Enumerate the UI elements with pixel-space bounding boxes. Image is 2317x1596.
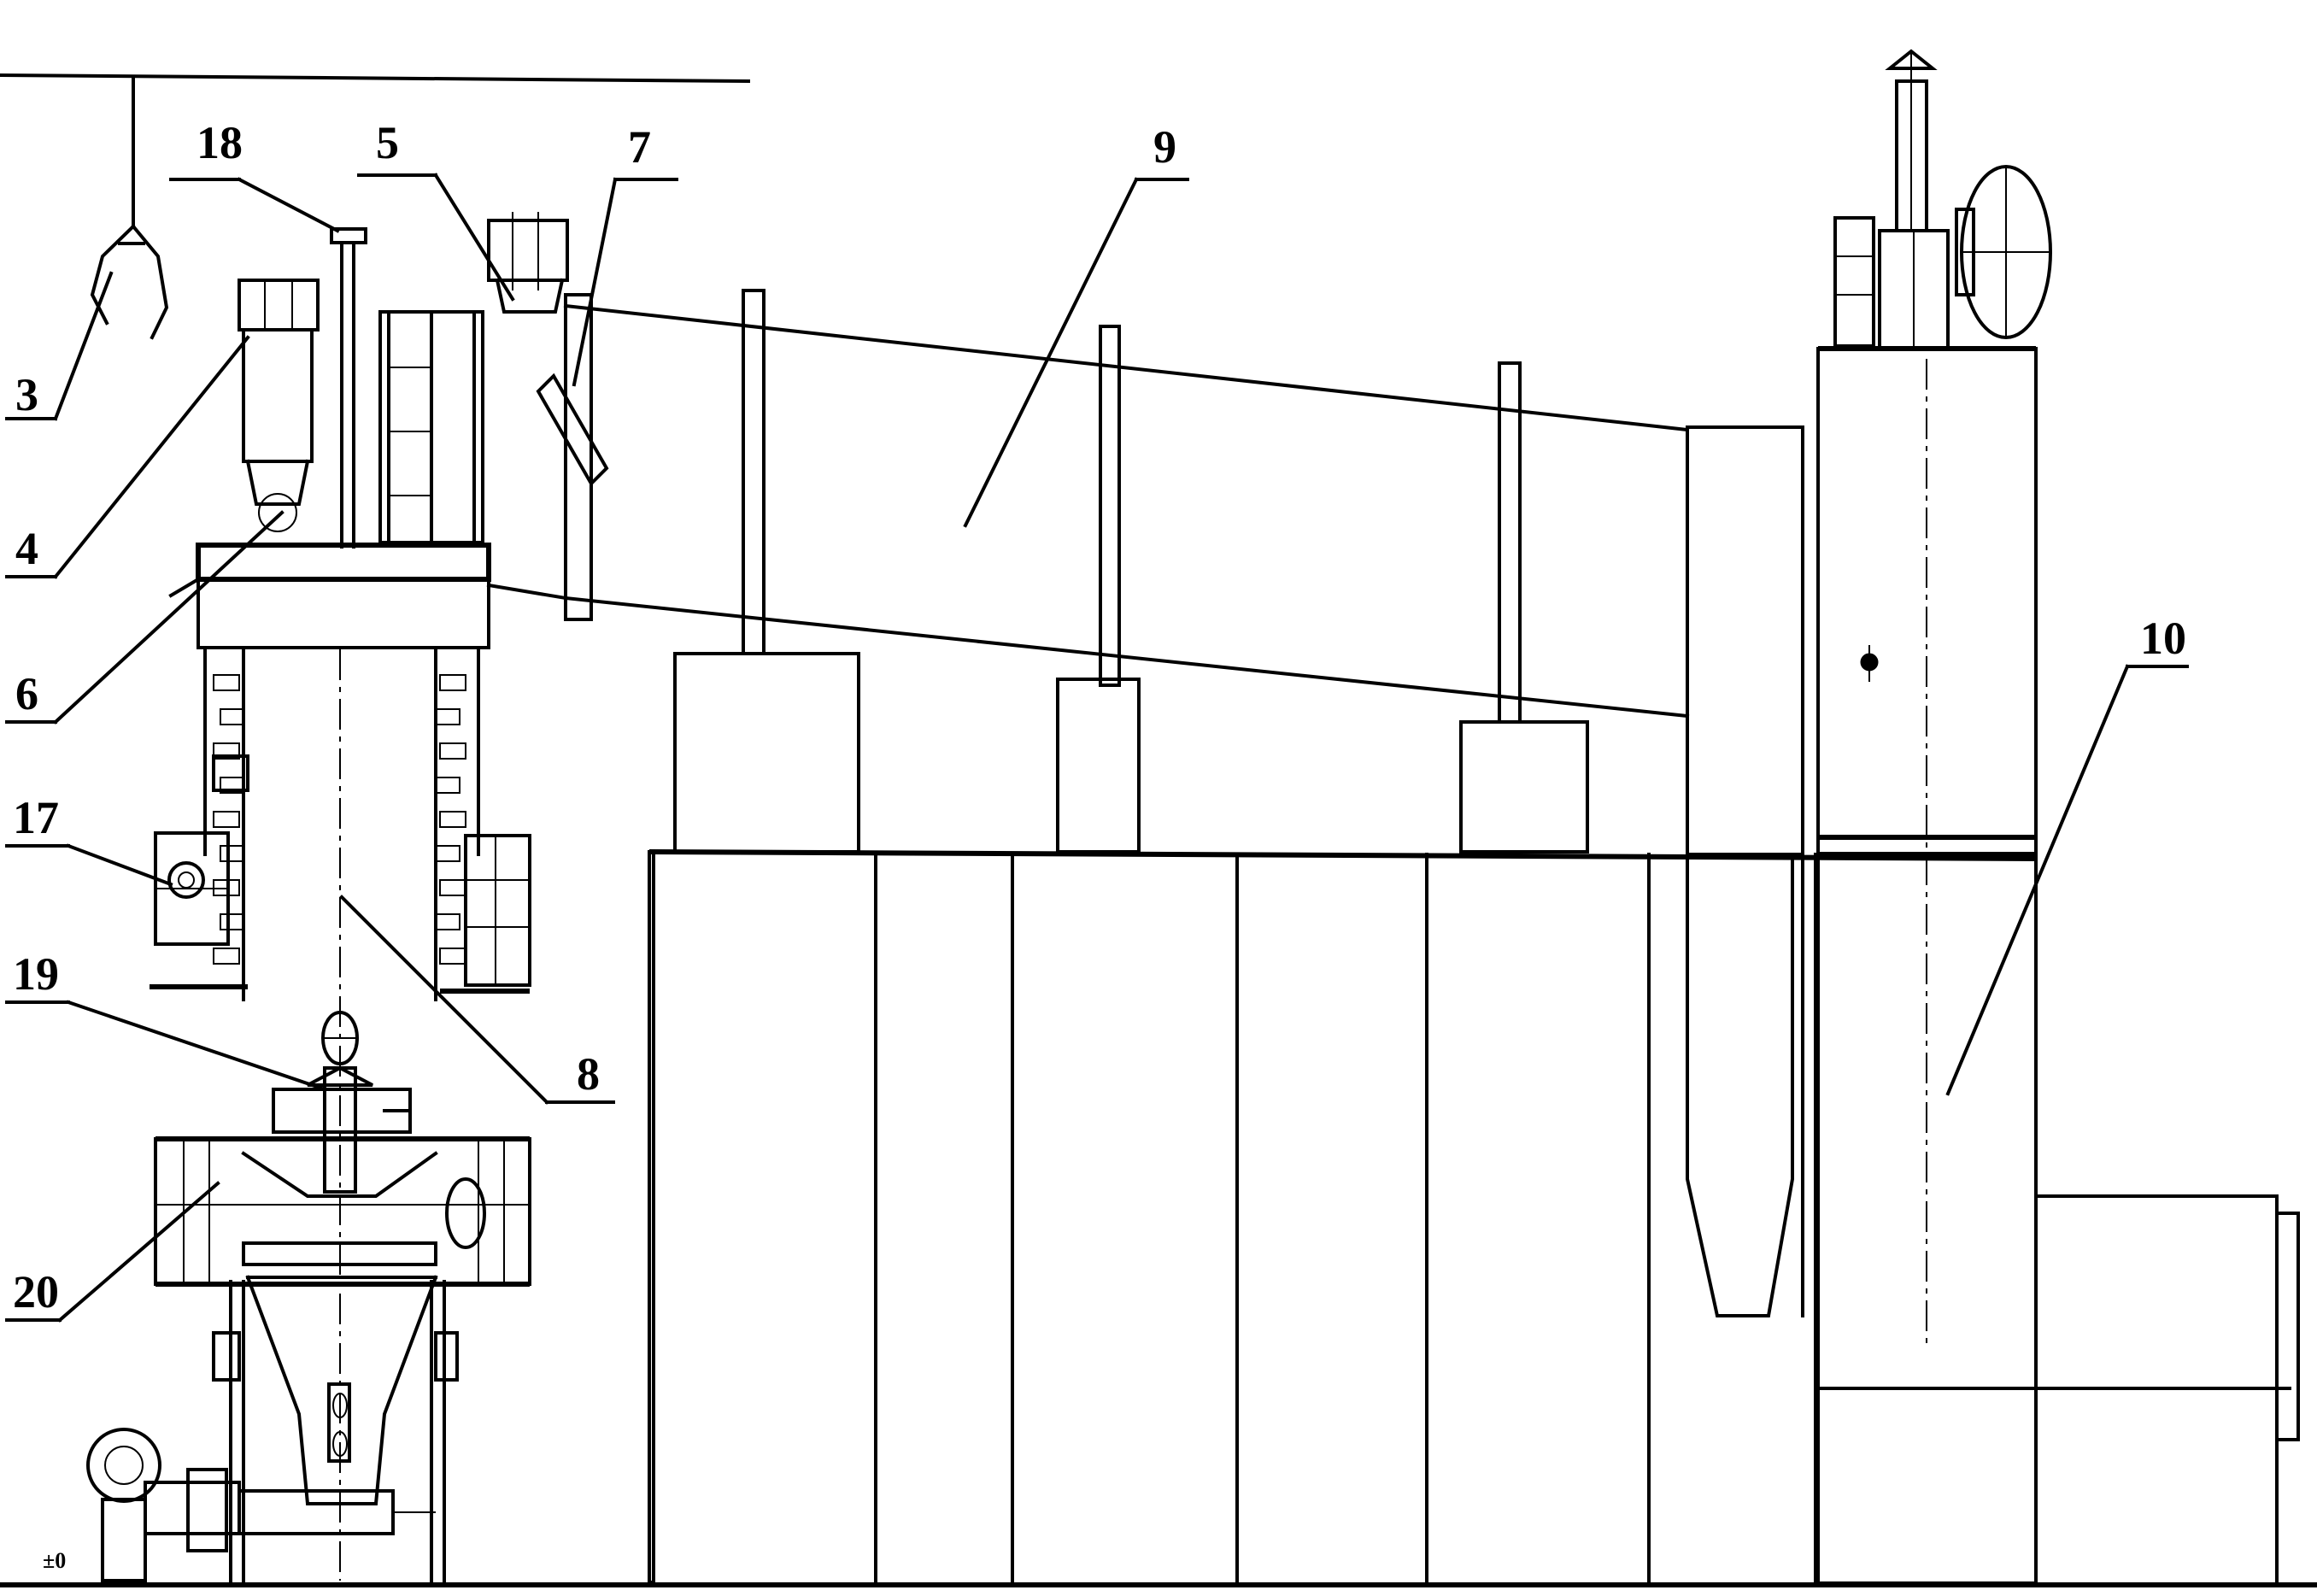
callout-3: 3 (15, 369, 38, 420)
callout-9: 9 (1153, 121, 1176, 173)
callout-5: 5 (376, 117, 399, 168)
cooler-tower (1816, 49, 2300, 1585)
rotary-kiln (486, 289, 1804, 1317)
leader-lines (5, 173, 2189, 1323)
ground-level-label: ±0 (43, 1548, 66, 1573)
column-furnace (86, 212, 569, 1587)
callout-6: 6 (15, 668, 38, 719)
callout-18: 18 (197, 117, 243, 168)
foundation-base (648, 849, 2038, 1587)
callout-17: 17 (13, 792, 59, 843)
callout-19: 19 (13, 948, 59, 1000)
callout-20: 20 (13, 1266, 59, 1317)
callout-labels: 3 18 5 7 9 4 6 17 19 20 8 10 (13, 117, 2186, 1317)
crane-grab (0, 73, 751, 340)
callout-10: 10 (2140, 613, 2186, 664)
callout-8: 8 (577, 1048, 600, 1100)
right-brick-lining (435, 674, 466, 965)
callout-4: 4 (15, 523, 38, 574)
callout-7: 7 (628, 121, 651, 173)
